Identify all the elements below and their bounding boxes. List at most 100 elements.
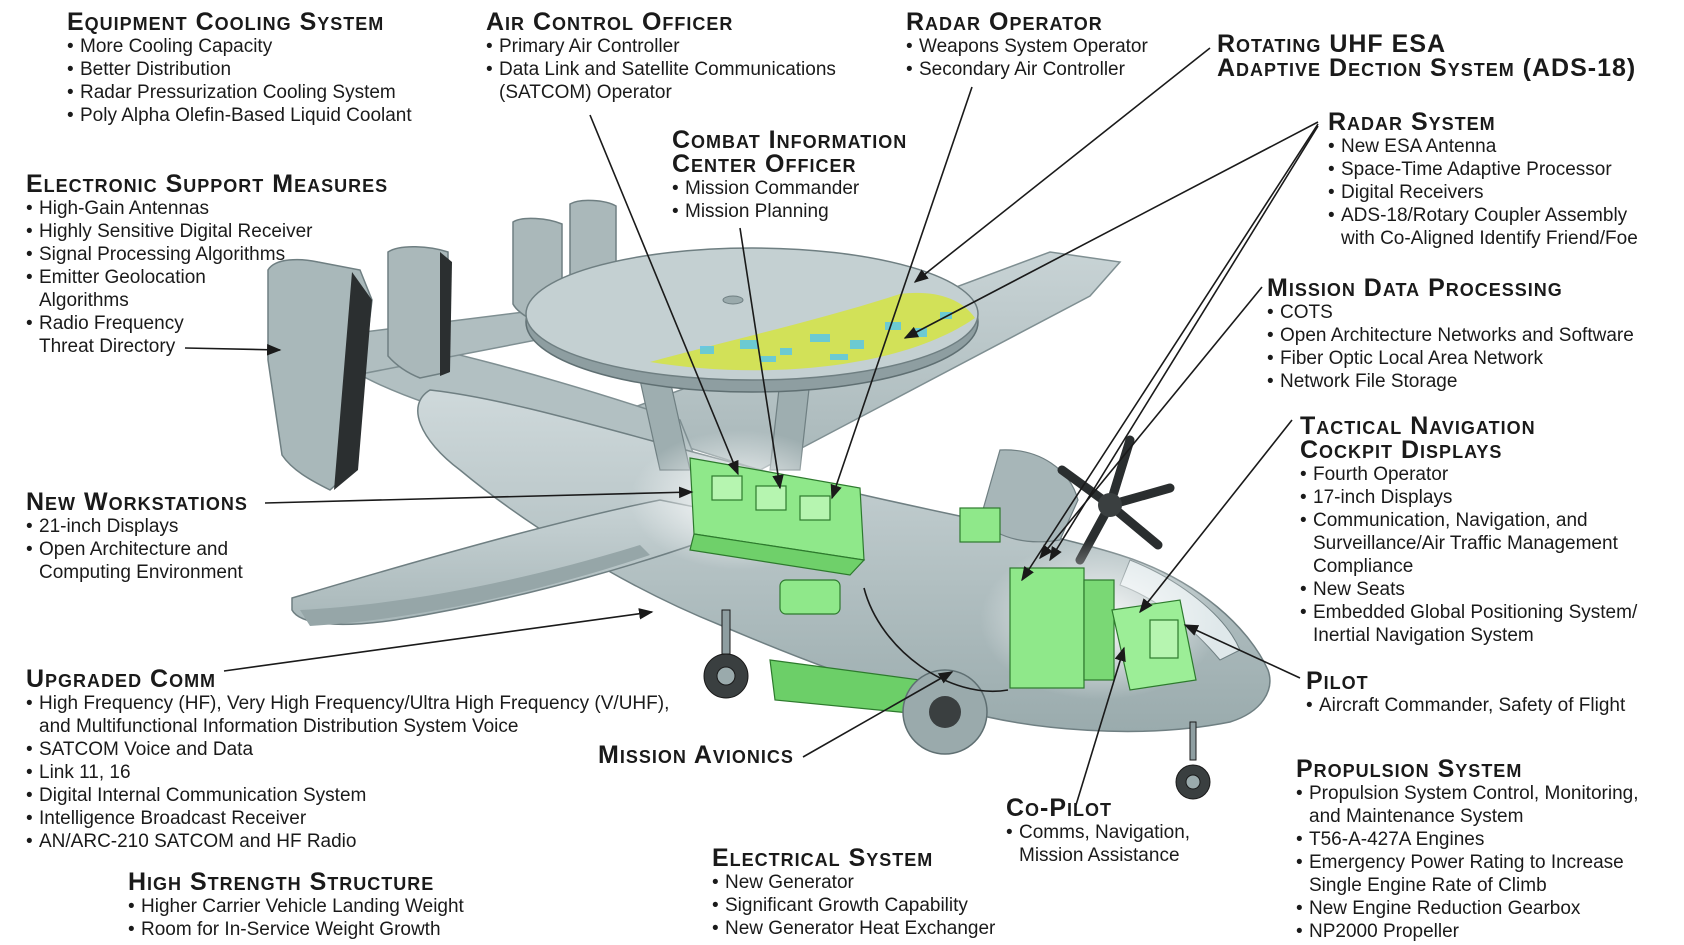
callout-tactical-nav: Tactical Navigation Cockpit Displays Fou… (1300, 414, 1637, 647)
list-item: Single Engine Rate of Climb (1309, 875, 1547, 896)
list-item: Mission Planning (672, 200, 907, 223)
list-item: and Maintenance System (1309, 806, 1524, 827)
near-wing-flap (300, 545, 650, 626)
list-item: Digital Internal Communication System (26, 784, 669, 807)
list-item: Link 11, 16 (26, 761, 669, 784)
propeller-hub (1098, 493, 1122, 517)
upgraded-comm-title: Upgraded Comm (26, 665, 217, 693)
list-item: 21-inch Displays (26, 515, 248, 538)
mission-avionics-title: Mission Avionics (598, 741, 794, 769)
list-item: Room for In-Service Weight Growth (128, 918, 464, 941)
propulsion-title: Propulsion System (1296, 755, 1523, 783)
high-strength-list: Higher Carrier Vehicle Landing Weight Ro… (128, 895, 464, 941)
tactical-nav-title-line2: Cockpit Displays (1300, 436, 1503, 464)
list-item: (SATCOM) Operator (499, 82, 672, 103)
callout-pilot: Pilot Aircraft Commander, Safety of Flig… (1306, 669, 1625, 717)
leader-lines (184, 47, 1319, 806)
list-item: NP2000 Propeller (1296, 920, 1638, 943)
tactical-nav-list: Fourth Operator 17-inch Displays Communi… (1300, 463, 1637, 647)
workstations (689, 457, 866, 576)
list-item: Fourth Operator (1300, 463, 1637, 486)
radar-operator-list: Weapons System Operator Secondary Air Co… (906, 35, 1148, 81)
list-item: Mission Assistance (1019, 845, 1180, 866)
callout-high-strength: High Strength Structure Higher Carrier V… (128, 870, 464, 941)
high-strength-title: High Strength Structure (128, 868, 435, 896)
list-item: 17-inch Displays (1300, 486, 1637, 509)
list-item: Highly Sensitive Digital Receiver (26, 220, 388, 243)
list-item: Space-Time Adaptive Processor (1328, 158, 1638, 181)
avionics-pod (779, 507, 1001, 615)
callout-electrical: Electrical System New Generator Signific… (712, 846, 995, 940)
list-item: Compliance (1313, 556, 1414, 577)
list-item: with Co-Aligned Identify Friend/Foe (1341, 228, 1638, 249)
combat-info-list: Mission Commander Mission Planning (672, 177, 907, 223)
electrical-list: New Generator Significant Growth Capabil… (712, 871, 995, 940)
esm-title: Electronic Support Measures (26, 170, 389, 198)
list-item: New Generator Heat Exchanger (712, 917, 995, 940)
vertical-tail-2-face (440, 252, 452, 376)
list-item: Better Distribution (67, 58, 412, 81)
callout-new-workstations: New Workstations 21-inch Displays Open A… (26, 490, 248, 584)
list-item: Poly Alpha Olefin-Based Liquid Coolant (67, 104, 412, 127)
vertical-tail-2 (387, 246, 449, 379)
upgraded-comm-list: High Frequency (HF), Very High Frequency… (26, 692, 669, 853)
list-item: Inertial Navigation System (1313, 625, 1534, 646)
callout-upgraded-comm: Upgraded Comm High Frequency (HF), Very … (26, 667, 669, 853)
list-item: AN/ARC-210 SATCOM and HF Radio (26, 830, 669, 853)
list-item: Radar Pressurization Cooling System (67, 81, 412, 104)
list-item: Mission Commander (672, 177, 907, 200)
list-item: Computing Environment (39, 562, 243, 583)
esm-list: High-Gain Antennas Highly Sensitive Digi… (26, 197, 388, 358)
propulsion-list: Propulsion System Control, Monitoring, a… (1296, 782, 1638, 943)
list-item: Emitter Geolocation (26, 266, 388, 289)
list-item: Fiber Optic Local Area Network (1267, 347, 1634, 370)
list-item: Secondary Air Controller (906, 58, 1148, 81)
list-item: Algorithms (39, 290, 129, 311)
esa-array-cells (700, 312, 952, 362)
equipment-cooling-list: More Cooling Capacity Better Distributio… (67, 35, 412, 127)
copilot-title: Co-Pilot (1006, 794, 1113, 822)
list-item: Threat Directory (39, 336, 176, 357)
list-item: COTS (1267, 301, 1634, 324)
list-item: Embedded Global Positioning System/ (1300, 601, 1637, 624)
list-item: New Seats (1300, 578, 1637, 601)
list-item: Emergency Power Rating to Increase (1296, 851, 1638, 874)
air-control-officer-list: Primary Air Controller Data Link and Sat… (486, 35, 836, 104)
callout-radar-system: Radar System New ESA Antenna Space-Time … (1328, 110, 1638, 250)
callout-propulsion: Propulsion System Propulsion System Cont… (1296, 757, 1638, 943)
list-item: Network File Storage (1267, 370, 1634, 393)
list-item: Higher Carrier Vehicle Landing Weight (128, 895, 464, 918)
callout-mission-avionics: Mission Avionics (598, 741, 794, 769)
copilot-list: Comms, Navigation, Mission Assistance (1006, 821, 1190, 867)
list-item: Significant Growth Capability (712, 894, 995, 917)
electrical-title: Electrical System (712, 844, 934, 872)
radar-system-title: Radar System (1328, 108, 1496, 136)
esa-array (650, 292, 975, 371)
new-workstations-title: New Workstations (26, 488, 248, 516)
list-item: Intelligence Broadcast Receiver (26, 807, 669, 830)
tactical-nav-title-line1: Tactical Navigation (1300, 412, 1536, 440)
list-item: Aircraft Commander, Safety of Flight (1306, 694, 1625, 717)
radar-operator-title: Radar Operator (906, 8, 1103, 36)
list-item: Open Architecture Networks and Software (1267, 324, 1634, 347)
list-item: New Engine Reduction Gearbox (1296, 897, 1638, 920)
list-item: High-Gain Antennas (26, 197, 388, 220)
list-item: Comms, Navigation, (1006, 821, 1190, 844)
radome-hub (722, 295, 744, 305)
callout-esm: Electronic Support Measures High-Gain An… (26, 172, 388, 358)
engine-cutaway (769, 659, 988, 755)
mission-data-title: Mission Data Processing (1267, 274, 1563, 302)
list-item: Digital Receivers (1328, 181, 1638, 204)
combat-info-title-line2: Center Officer (672, 150, 857, 178)
rotating-uhf-title-line1: Rotating UHF ESA (1217, 30, 1447, 58)
callout-equipment-cooling: Equipment Cooling System More Cooling Ca… (67, 10, 412, 127)
list-item: ADS-18/Rotary Coupler Assembly (1328, 204, 1638, 227)
list-item: SATCOM Voice and Data (26, 738, 669, 761)
combat-info-title-line1: Combat Information (672, 126, 908, 154)
air-control-officer-title: Air Control Officer (486, 8, 734, 36)
callout-copilot: Co-Pilot Comms, Navigation, Mission Assi… (1006, 796, 1190, 867)
callout-combat-information: Combat Information Center Officer Missio… (672, 128, 907, 223)
equipment-cooling-title: Equipment Cooling System (67, 8, 385, 36)
mission-data-list: COTS Open Architecture Networks and Soft… (1267, 301, 1634, 393)
